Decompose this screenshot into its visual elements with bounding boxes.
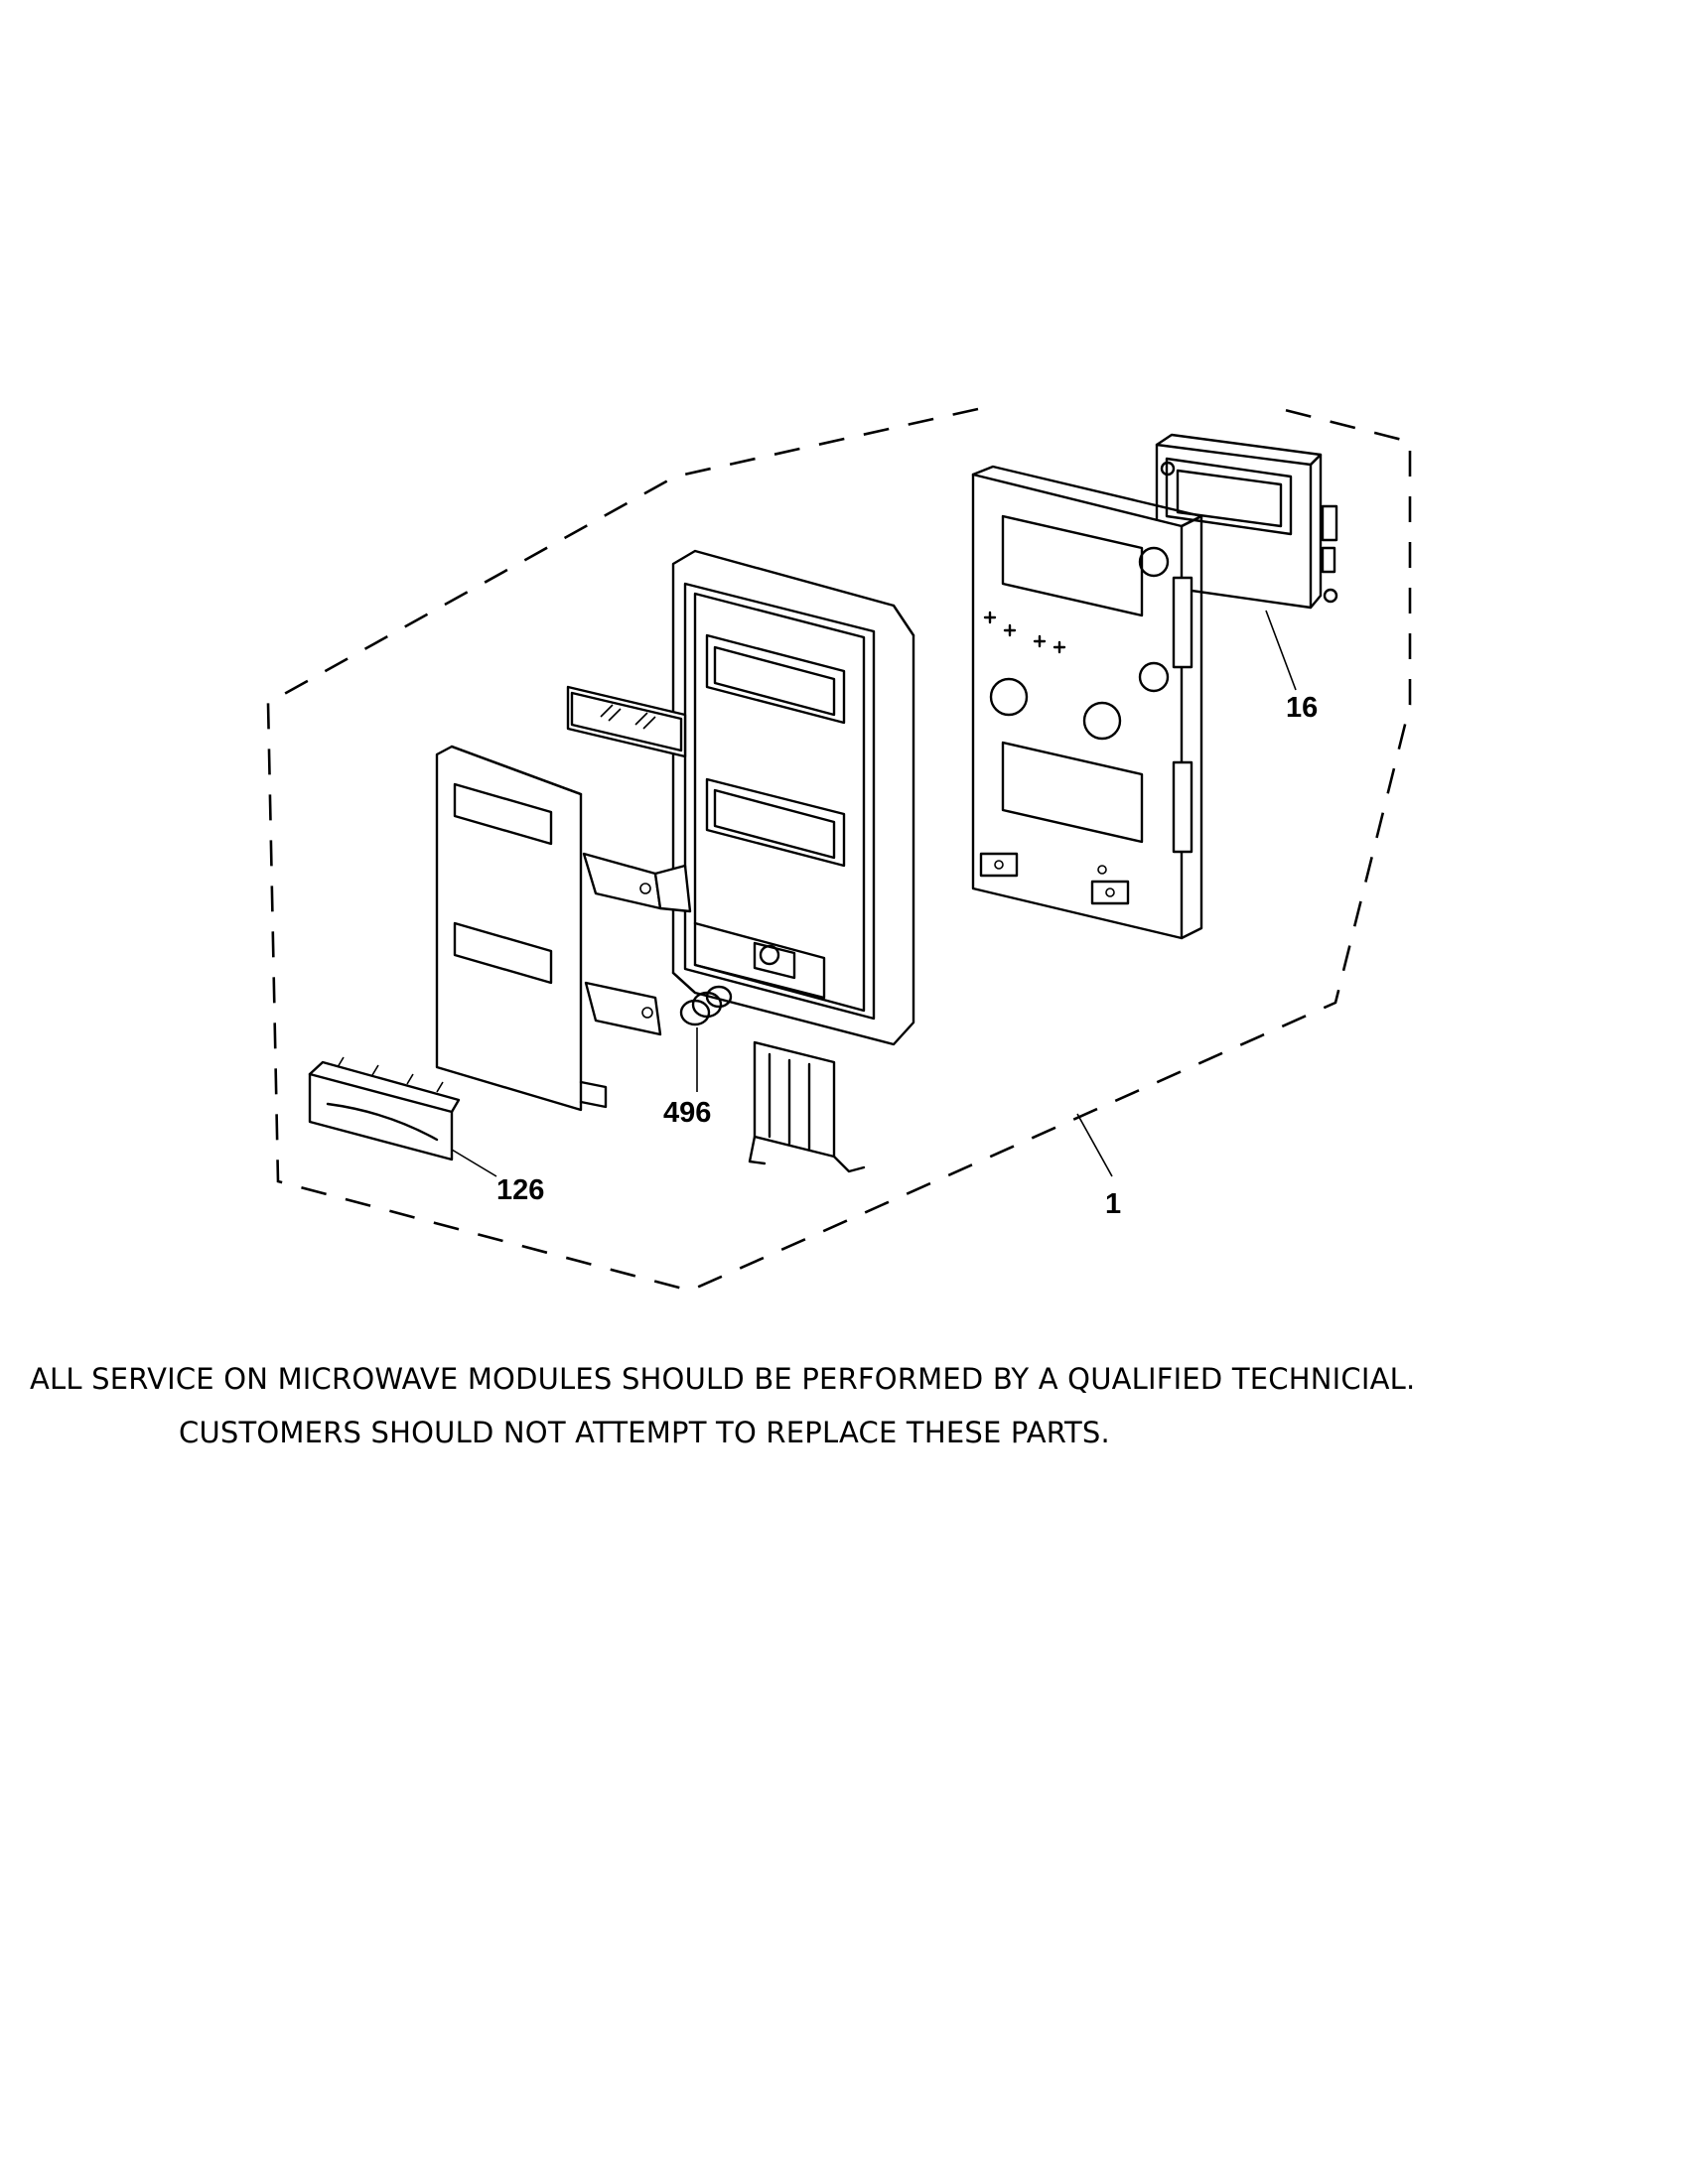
control-panel-back xyxy=(971,465,1203,940)
part-496-door-spring xyxy=(679,985,733,1026)
leader-1 xyxy=(1076,1113,1113,1177)
callout-16: 16 xyxy=(1286,692,1318,724)
latch-bracket xyxy=(748,1040,866,1173)
callout-1: 1 xyxy=(1105,1188,1121,1220)
part-126-door-handle xyxy=(308,1056,461,1161)
service-notice-line-2: CUSTOMERS SHOULD NOT ATTEMPT TO REPLACE … xyxy=(179,1416,1110,1449)
service-notice-line-1: ALL SERVICE ON MICROWAVE MODULES SHOULD … xyxy=(30,1362,1416,1396)
leader-126 xyxy=(451,1149,497,1177)
callout-496: 496 xyxy=(663,1097,711,1129)
hinges xyxy=(582,852,692,1036)
leader-16 xyxy=(1265,610,1297,691)
door-outer-panel xyxy=(435,745,608,1112)
assembly-boundary xyxy=(266,407,1412,1293)
door-frame xyxy=(671,549,915,1046)
callout-126: 126 xyxy=(496,1174,544,1206)
door-label-plate xyxy=(566,685,687,758)
